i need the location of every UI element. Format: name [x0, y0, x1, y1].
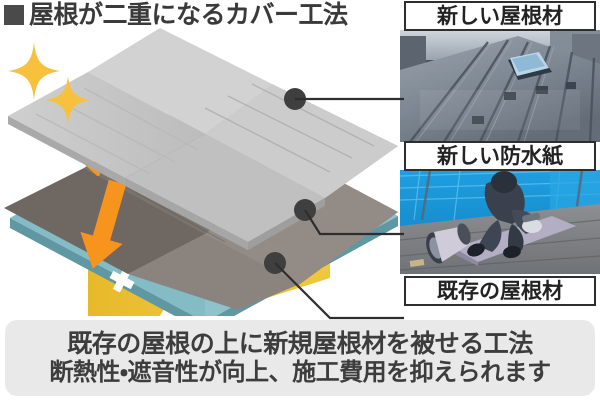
sparkle-star-icon: [8, 42, 60, 100]
callout-dot-new-sheet[interactable]: [294, 199, 316, 221]
label-existing-roof-text: 既存の屋根材: [437, 278, 563, 303]
callout-dot-new-roof[interactable]: [284, 88, 306, 110]
new-roof-layer: [8, 28, 398, 250]
caption-line-1: 既存の屋根の上に新規屋根材を被せる工法: [67, 328, 533, 358]
x-mark-icon: [109, 267, 135, 293]
label-new-sheet-text: 新しい防水紙: [437, 143, 563, 168]
caption-line-2: 断熱性・遮音性が向上、施工費用を抑えられます: [49, 358, 551, 387]
roof-layer-diagram: [0, 26, 400, 316]
photo-new-roof: [400, 30, 600, 142]
sparkle-star-icon: [46, 76, 90, 124]
label-existing-roof: 既存の屋根材: [404, 276, 596, 306]
photo-new-sheet: [400, 170, 600, 274]
callout-dot-existing-roof[interactable]: [264, 252, 286, 274]
label-new-sheet: 新しい防水紙: [404, 141, 596, 171]
callout-labels: 新しい屋根材 新しい防水紙 既存の屋根材: [400, 0, 600, 318]
page-title: 屋根が二重になるカバー工法: [4, 2, 348, 27]
summary-caption: 既存の屋根の上に新規屋根材を被せる工法 断熱性・遮音性が向上、施工費用を抑えられ…: [5, 320, 595, 396]
label-new-roof: 新しい屋根材: [404, 1, 596, 31]
label-new-roof-text: 新しい屋根材: [437, 3, 563, 28]
square-bullet-icon: [4, 4, 24, 25]
page-title-text: 屋根が二重になるカバー工法: [29, 0, 348, 29]
